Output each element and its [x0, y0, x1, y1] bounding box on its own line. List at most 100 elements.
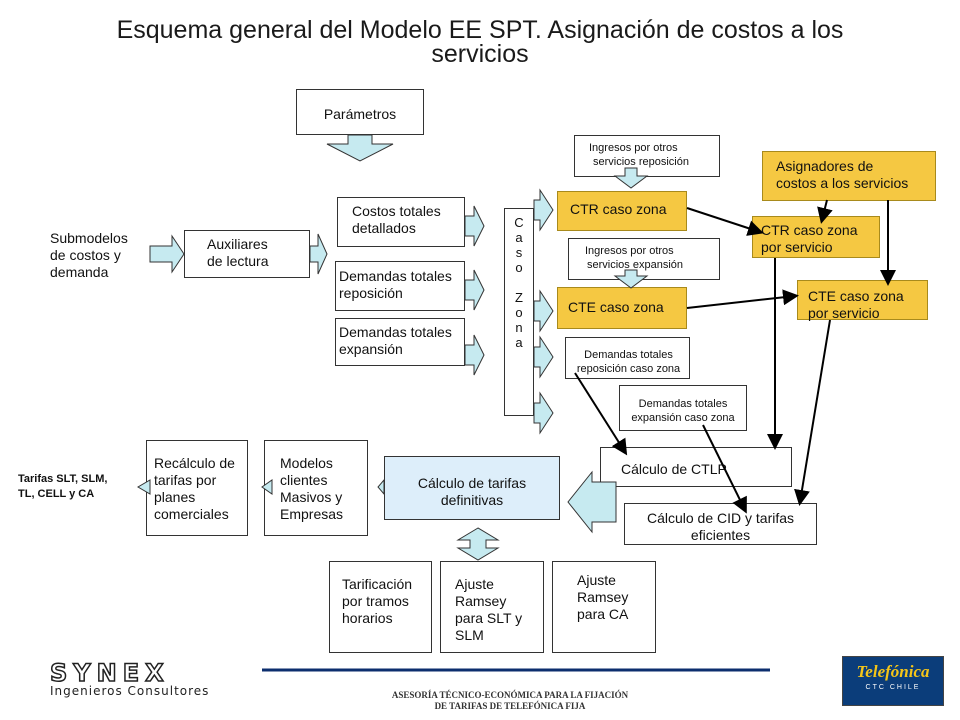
ctr-servicio-box: CTR caso zona por servicio: [752, 216, 880, 258]
tarifas-label: Tarifas SLT, SLM, TL, CELL y CA: [18, 472, 107, 502]
block-arrow-right: [533, 289, 554, 333]
cte-servicio-box: CTE caso zona por servicio: [797, 280, 928, 321]
caso-zona-char: n: [515, 320, 523, 335]
caso-zona-char: o: [515, 260, 523, 275]
asignadores-line: Asignadores de: [776, 158, 874, 174]
demandas-reposicion-cz-line: reposición caso zona: [576, 363, 681, 375]
telefonica-logo: Telefónica CTC CHILE: [842, 656, 944, 706]
modelos-clientes-line: Empresas: [280, 506, 344, 522]
ctr-servicio-line: CTR caso zona: [761, 222, 858, 238]
tarifas-label-line: Tarifas SLT, SLM,: [18, 473, 108, 485]
tarificacion-line: Tarificación: [342, 576, 413, 592]
tarifas-label-line: TL, CELL y CA: [18, 488, 95, 500]
block-arrow-right: [533, 335, 554, 379]
parametros-label: Parámetros: [323, 106, 397, 122]
demandas-expansion-line: expansión: [339, 341, 403, 357]
ctr-caso-zona-box: CTR caso zona: [557, 191, 687, 231]
modelos-clientes-line: Masivos y: [280, 489, 343, 505]
calculo-ctlp-label: Cálculo de CTLP: [621, 461, 727, 477]
costos-totales-line: detallados: [352, 220, 416, 236]
costos-totales-line: Costos totales: [352, 203, 441, 219]
demandas-expansion-cz-line: expansión caso zona: [631, 412, 735, 424]
recalculo-box: Recálculo de tarifas por planes comercia…: [146, 440, 248, 536]
demandas-expansion-box: Demandas totales expansión: [335, 318, 465, 366]
synex-logo: SYNEX Ingenieros Consultores: [49, 659, 210, 698]
ajuste-ca-line: Ajuste: [577, 572, 616, 588]
modelos-clientes-box: Modelos clientes Masivos y Empresas: [264, 440, 368, 536]
cte-caso-zona-box: CTE caso zona: [557, 287, 687, 329]
cte-servicio-line: CTE caso zona: [808, 288, 904, 304]
demandas-reposicion-cz-box: Demandas totales reposición caso zona: [565, 337, 690, 379]
footer-line: DE TARIFAS DE TELEFÓNICA FIJA: [434, 701, 586, 711]
ingresos-reposicion-line: Ingresos por otros: [589, 142, 678, 154]
tarificacion-line: horarios: [342, 610, 393, 626]
caso-zona-char: a: [515, 230, 523, 245]
demandas-reposicion-line: Demandas totales: [339, 268, 452, 284]
footer-line: ASESORÍA TÉCNICO-ECONÓMICA PARA LA FIJAC…: [391, 690, 629, 700]
block-arrow-double: [456, 527, 500, 561]
ingresos-reposicion-line: servicios reposición: [593, 156, 689, 168]
ingresos-expansion-line: servicios expansión: [587, 259, 683, 271]
title-line-2: servicios: [431, 40, 529, 68]
telefonica-subtitle: CTC CHILE: [865, 684, 921, 691]
submodelos-line: Submodelos: [50, 230, 128, 246]
calculo-tarifas-definitivas-box: Cálculo de tarifas definitivas: [384, 456, 560, 520]
block-arrow-right: [533, 391, 554, 435]
block-arrow-right: [533, 188, 554, 232]
connector-line: [574, 372, 628, 456]
ctr-caso-zona-label: CTR caso zona: [570, 201, 667, 217]
ajuste-slt-line: Ramsey: [455, 593, 507, 609]
ajuste-ca-line: Ramsey: [577, 589, 629, 605]
footer-text: ASESORÍA TÉCNICO-ECONÓMICA PARA LA FIJAC…: [330, 690, 690, 712]
recalculo-line: Recálculo de: [154, 455, 235, 471]
calculo-cid-box: Cálculo de CID y tarifas eficientes: [624, 503, 817, 545]
ajuste-slt-line: Ajuste: [455, 576, 494, 592]
calculo-ctlp-box: Cálculo de CTLP: [600, 447, 792, 487]
tarificacion-line: por tramos: [342, 593, 409, 609]
connector-line: [686, 207, 764, 236]
caso-zona-char: s: [515, 245, 523, 260]
title-line-1: Esquema general del Modelo EE SPT. Asign…: [116, 16, 844, 44]
recalculo-line: tarifas por: [154, 472, 217, 488]
ingresos-reposicion-box: Ingresos por otros servicios reposición: [574, 135, 720, 177]
caso-zona-char: C: [514, 215, 524, 230]
caso-zona-char: o: [515, 305, 523, 320]
ajuste-ca-line: para CA: [577, 606, 629, 622]
demandas-reposicion-line: reposición: [339, 285, 403, 301]
submodelos-line: de costos y: [50, 247, 121, 263]
synex-subtitle: Ingenieros Consultores: [50, 684, 210, 698]
caso-zona-char: Z: [515, 290, 523, 305]
caso-zona-box: C a s o Z o n a: [504, 208, 534, 416]
block-arrow-left: [567, 470, 617, 534]
calculo-tarifas-definitivas-line: definitivas: [440, 492, 504, 508]
modelos-clientes-line: clientes: [280, 472, 328, 488]
telefonica-name: Telefónica: [856, 662, 930, 681]
synex-name: SYNEX: [49, 659, 170, 687]
connector-line: [702, 424, 747, 514]
ctr-servicio-line: por servicio: [761, 239, 833, 255]
auxiliares-line: de lectura: [207, 253, 269, 269]
demandas-expansion-cz-line: Demandas totales: [638, 398, 728, 410]
modelos-clientes-line: Modelos: [280, 455, 333, 471]
block-arrow-right: [464, 334, 485, 376]
submodelos-line: demanda: [50, 264, 109, 280]
block-arrow-right: [149, 234, 185, 274]
tarificacion-box: Tarificación por tramos horarios: [329, 561, 432, 653]
block-arrow-down: [613, 167, 649, 189]
demandas-expansion-cz-box: Demandas totales expansión caso zona: [619, 385, 747, 431]
block-arrow-left: [261, 479, 273, 495]
demandas-reposicion-cz-line: Demandas totales: [584, 349, 673, 361]
ingresos-expansion-line: Ingresos por otros: [585, 245, 674, 257]
page-title: Esquema general del Modelo EE SPT. Asign…: [40, 16, 920, 68]
auxiliares-box: Auxiliares de lectura: [184, 230, 310, 278]
block-arrow-left: [377, 478, 385, 496]
ingresos-expansion-box: Ingresos por otros servicios expansión: [568, 238, 720, 280]
submodelos-label: Submodelos de costos y demanda: [50, 230, 128, 281]
demandas-reposicion-box: Demandas totales reposición: [335, 261, 465, 311]
calculo-tarifas-definitivas-line: Cálculo de tarifas: [417, 475, 527, 491]
connector-line: [817, 199, 833, 224]
connector-line: [686, 289, 799, 309]
block-arrow-left: [137, 479, 151, 495]
block-arrow-down: [326, 134, 394, 162]
